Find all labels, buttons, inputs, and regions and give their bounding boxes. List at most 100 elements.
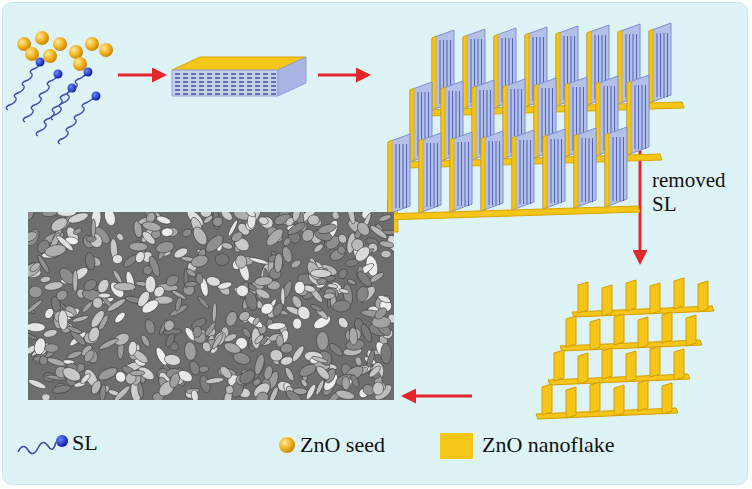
slab-layer-dash <box>231 85 236 86</box>
sem-flake <box>241 327 252 339</box>
slab-layer-dash <box>255 93 260 94</box>
sem-flake <box>49 215 70 234</box>
sem-flake <box>300 227 316 244</box>
sem-flake <box>323 293 335 300</box>
sem-flake <box>174 297 183 312</box>
nanoflake-upright <box>662 312 672 343</box>
sem-flake <box>282 236 292 247</box>
nanoflake-upright <box>614 314 624 345</box>
sem-flake <box>140 297 161 316</box>
slab-layer-dash <box>191 73 196 74</box>
sl-chain <box>58 96 96 144</box>
nanoflake-upright <box>614 385 624 416</box>
sem-flake <box>139 334 151 348</box>
slab-layer-dash <box>263 77 268 78</box>
slab-layer-dash <box>271 77 276 78</box>
nanoflake-upright <box>662 383 672 414</box>
plate-layer-line <box>437 143 438 207</box>
plate-layer-line <box>595 35 596 99</box>
sem-image <box>28 212 394 400</box>
sem-flake <box>271 301 285 318</box>
sem-flake <box>355 283 378 305</box>
legend-sl-sample <box>18 442 56 454</box>
sem-flake <box>355 220 372 238</box>
sem-flake <box>353 244 373 264</box>
slab-layer-dash <box>247 85 252 86</box>
sem-flake <box>337 267 349 280</box>
sem-flake <box>307 214 320 226</box>
legend-swatch <box>440 433 473 459</box>
sem-flake <box>134 250 147 264</box>
slab-layer-dash <box>199 85 204 86</box>
plate-edge <box>463 35 467 109</box>
sem-flake <box>203 232 226 255</box>
sem-flake <box>28 298 44 315</box>
sem-flake <box>252 316 261 327</box>
plate-layer-line <box>468 142 469 206</box>
sem-flakes <box>28 212 394 400</box>
plate-layer-line <box>645 85 646 149</box>
sem-flake <box>57 212 77 216</box>
sem-flake <box>102 212 117 227</box>
sem-flake <box>114 282 136 291</box>
plate-layer-line <box>592 138 593 202</box>
zno-seed <box>69 45 83 59</box>
sem-flake <box>317 222 338 235</box>
sem-flake <box>127 341 137 356</box>
sem-flake <box>341 376 350 390</box>
plate-layer-line <box>527 140 528 204</box>
sem-flake <box>29 286 42 298</box>
sem-flake <box>314 379 325 396</box>
plate-edge <box>534 84 538 158</box>
plate-layer-line <box>664 33 665 97</box>
legend-seed-sample <box>279 437 295 453</box>
slab-layer-dash <box>263 93 268 94</box>
sem-flake <box>212 216 224 227</box>
plate-layer-line <box>434 143 435 207</box>
sem-flake <box>269 348 284 362</box>
sem-flake <box>44 280 64 291</box>
sem-flake <box>205 376 225 384</box>
process-arrow <box>318 74 368 77</box>
slab-layer-dash <box>175 77 180 78</box>
sem-flake <box>161 227 173 237</box>
plate-layer-line <box>449 91 450 155</box>
sem-flake <box>314 364 331 382</box>
plate-layer-line <box>667 33 668 97</box>
plate-layer-line <box>585 138 586 202</box>
slab-front <box>172 70 278 96</box>
sem-flake <box>284 388 303 400</box>
sem-flake <box>295 304 312 322</box>
sem-flake <box>355 269 374 289</box>
sem-flake <box>73 270 78 292</box>
layered-plate <box>419 133 441 213</box>
sem-flake <box>81 300 95 314</box>
sl-head <box>54 70 63 79</box>
slab-layer-dash <box>191 81 196 82</box>
slab-layer-dash <box>271 93 276 94</box>
layered-plate <box>605 127 627 207</box>
layered-structure <box>382 23 684 232</box>
slab-layer-dash <box>255 73 260 74</box>
sem-flake <box>317 278 328 285</box>
sem-flake <box>283 366 295 382</box>
plate-layer-line <box>542 88 543 152</box>
slab-layer-dash <box>207 73 212 74</box>
plate-edge <box>574 134 578 208</box>
slab-layer-dash <box>215 77 220 78</box>
nanoflake-upright <box>626 351 636 382</box>
plate-layer-line <box>489 141 490 205</box>
sem-flake <box>253 353 266 376</box>
plate-layer-line <box>406 144 407 208</box>
sem-flake <box>41 393 50 400</box>
sem-flake <box>230 230 245 244</box>
slab-layer-dash <box>239 85 244 86</box>
slab-layer-dash <box>183 73 188 74</box>
slab-layer-dash <box>247 93 252 94</box>
layered-plate <box>574 128 596 208</box>
slab-layer-dash <box>175 73 180 74</box>
layered-plate <box>649 23 671 103</box>
slab-layer-dash <box>191 77 196 78</box>
sem-flake <box>346 212 357 225</box>
zno-seed <box>99 43 113 57</box>
